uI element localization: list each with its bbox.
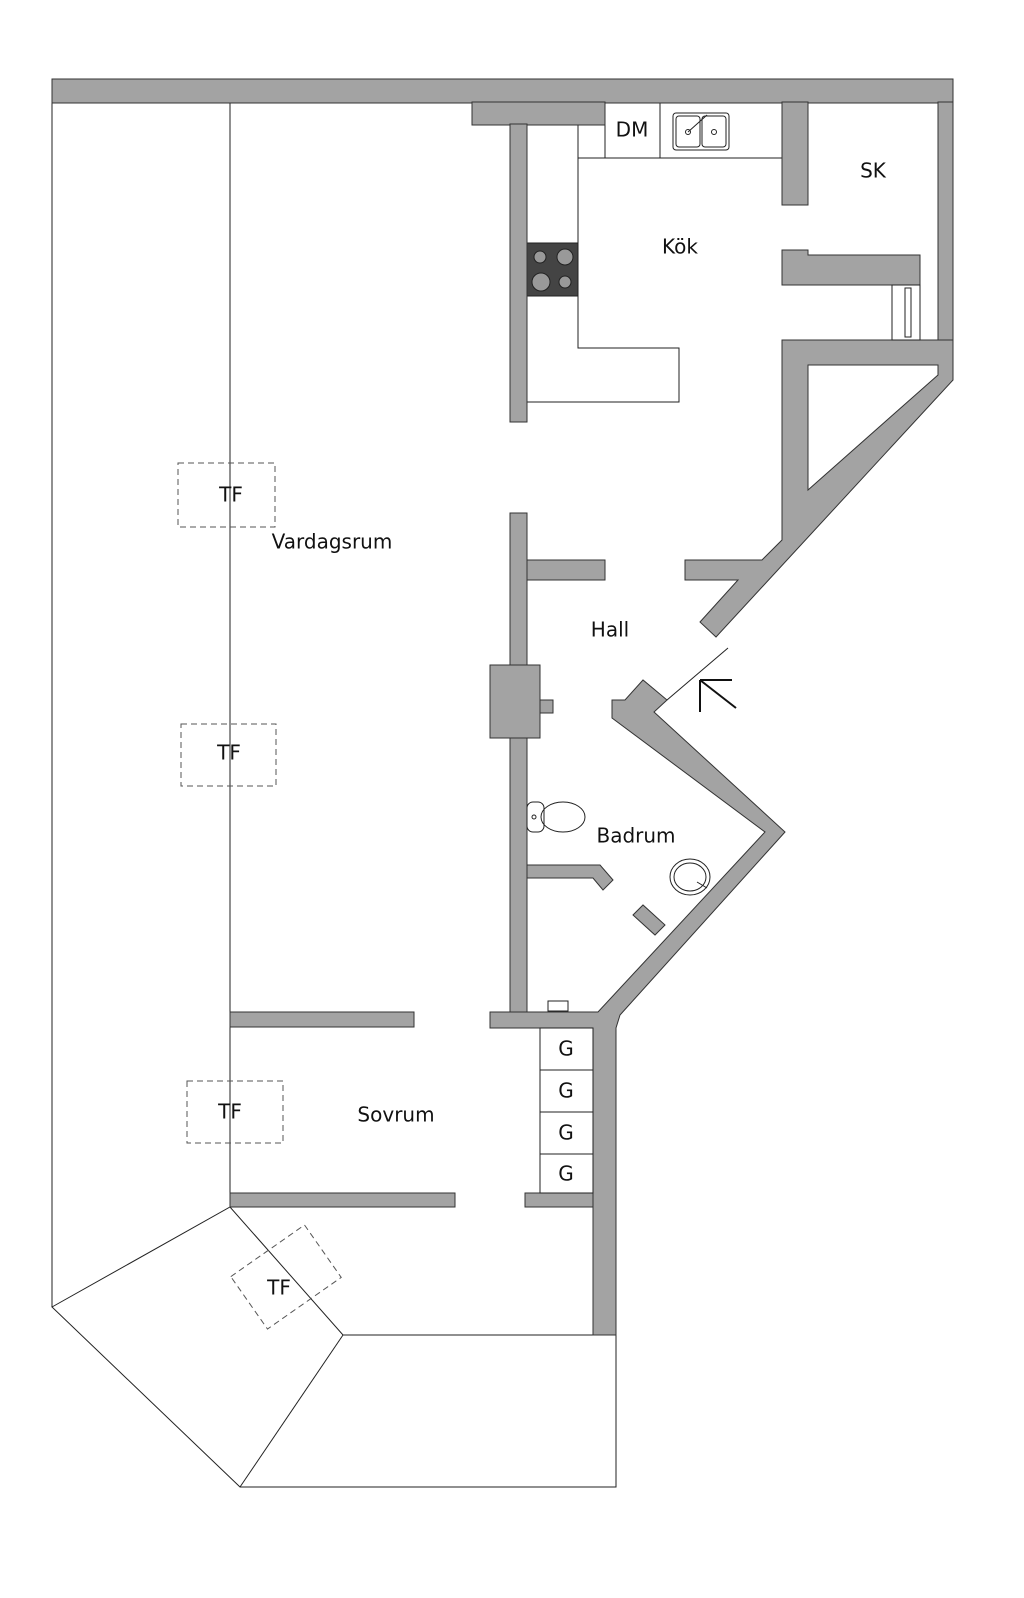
skylights: TF TF TF TF [177,462,342,1330]
balcony [51,1206,617,1488]
wardrobes: G G G G [539,1027,594,1194]
skylight-label: TF [266,1276,291,1300]
wardrobe-label: G [558,1079,574,1103]
skylight-label: TF [217,1100,242,1124]
wardrobe-label: G [558,1037,574,1061]
walls [51,78,954,1336]
closet-label: SK [860,159,887,183]
hall-label: Hall [591,618,629,642]
washbasin-icon [669,858,711,896]
bedroom-label: Sovrum [357,1103,434,1127]
living-room-label: Vardagsrum [272,530,393,554]
wardrobe-label: G [558,1121,574,1145]
kitchen-label: Kök [662,235,698,259]
wardrobe-label: G [558,1162,574,1186]
skylight-label: TF [218,483,243,507]
room-labels: DM SK Kök Vardagsrum Hall Badrum Sovrum [272,118,887,1127]
entrance-arrow-icon [699,679,737,712]
dishwasher-label: DM [616,118,649,142]
floor-drain-icon [547,1000,569,1012]
outline [51,103,617,1488]
bathroom-label: Badrum [596,824,675,848]
sink-icon [672,112,730,151]
stove-icon [526,242,579,297]
window-icon [891,284,921,341]
skylight-label: TF [216,741,241,765]
entrance-door [666,647,729,701]
toilet-icon [526,801,586,833]
